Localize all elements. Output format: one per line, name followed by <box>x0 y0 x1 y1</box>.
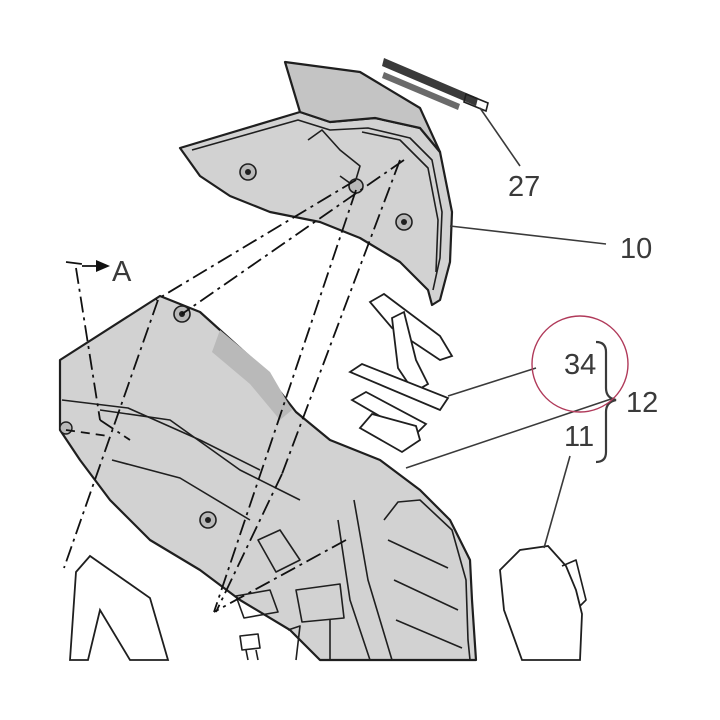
highlight-circle <box>531 315 629 413</box>
view-a-label: A <box>112 256 132 288</box>
part-number-12: 12 <box>626 387 658 419</box>
leader-27 <box>479 107 521 167</box>
assembly-lines <box>63 159 405 613</box>
part-number-10: 10 <box>620 233 652 265</box>
arrow-right-icon <box>96 260 110 272</box>
side-cover-part <box>499 545 583 661</box>
decal-sticker-part <box>382 58 489 113</box>
windscreen-body <box>58 294 478 662</box>
leader-12 <box>405 397 615 469</box>
part-number-27: 27 <box>508 171 540 203</box>
leader-10 <box>449 225 607 245</box>
leader-34 <box>447 367 537 397</box>
side-cover-tab <box>561 559 587 607</box>
lower-left-panel <box>69 554 170 661</box>
upper-fairing-part <box>178 60 454 307</box>
leader-lines <box>405 107 615 549</box>
part-number-11: 11 <box>564 421 594 453</box>
gasket-part <box>348 292 454 454</box>
leader-11 <box>543 455 571 549</box>
part-number-34: 34 <box>564 349 596 381</box>
view-a-marker: A <box>65 256 132 288</box>
curly-bracket-icon <box>595 340 617 464</box>
